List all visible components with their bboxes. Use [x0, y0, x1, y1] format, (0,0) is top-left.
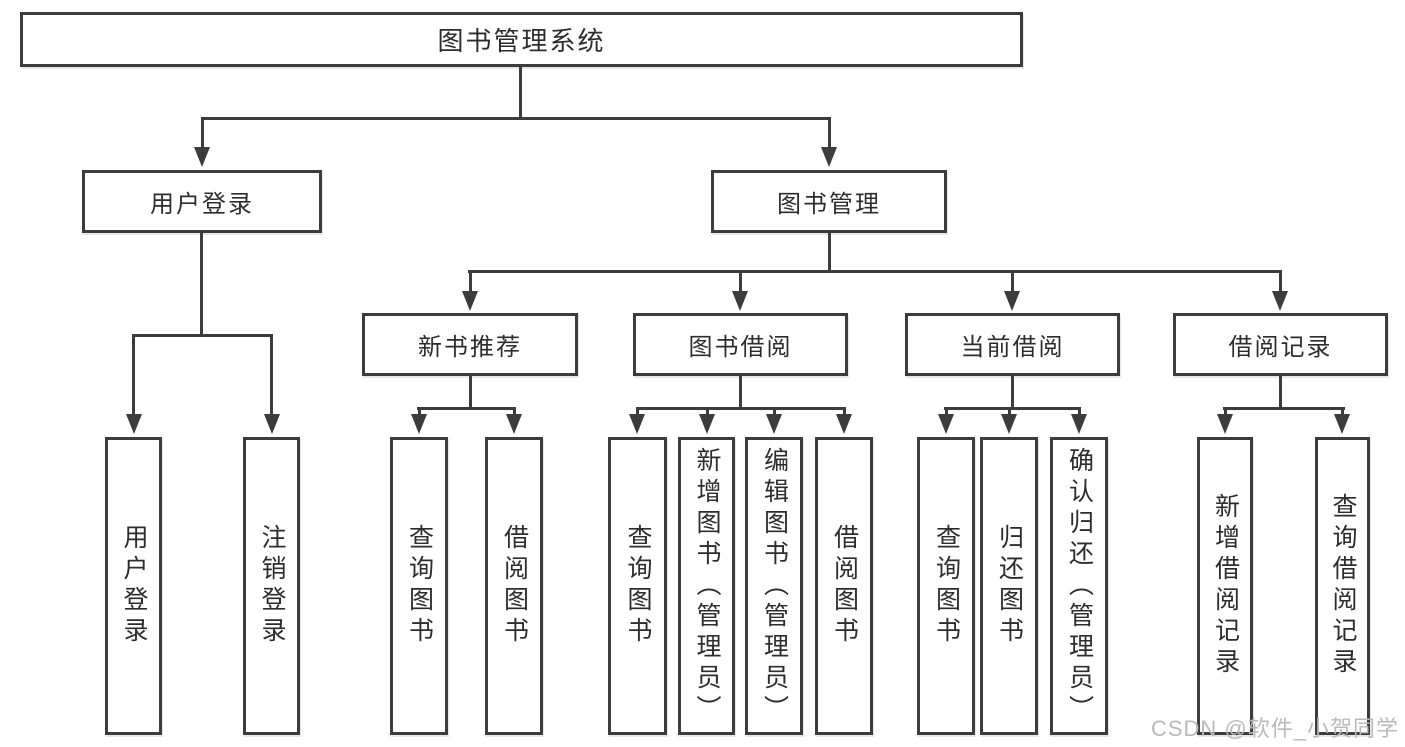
node-user-login: 用户登录 [82, 170, 322, 233]
connector-line [1279, 270, 1282, 294]
connector-line [739, 270, 742, 294]
leaf-borrow-book-borrowing: 借阅图书 [815, 437, 873, 735]
arrowhead-down-icon [1004, 291, 1020, 311]
node-borrowing-records-label: 借阅记录 [1228, 334, 1333, 361]
node-new-book-recommend: 新书推荐 [362, 313, 578, 376]
connector-line [1008, 407, 1011, 416]
arrowhead-down-icon [1272, 291, 1288, 311]
leaf-confirm-return-admin: 确认归还（管理员） [1050, 437, 1108, 735]
connector-line [270, 334, 273, 416]
connector-line [636, 407, 639, 416]
leaf-add-book-admin-label: 新增图书（管理员） [693, 446, 721, 726]
arrowhead-down-icon [126, 414, 142, 434]
connector-line [1341, 407, 1344, 416]
leaf-borrow-book-recommend: 借阅图书 [485, 437, 543, 735]
leaf-edit-book-admin-label: 编辑图书（管理员） [760, 446, 789, 726]
leaf-query-borrow-record: 查询借阅记录 [1315, 437, 1370, 735]
connector-line [945, 407, 948, 416]
arrowhead-down-icon [766, 414, 782, 434]
leaf-query-borrow-record-label: 查询借阅记录 [1329, 493, 1357, 679]
leaf-query-book-current-label: 查询图书 [932, 524, 961, 648]
leaf-add-book-admin: 新增图书（管理员） [678, 437, 735, 735]
node-root: 图书管理系统 [20, 12, 1023, 67]
leaf-borrow-book-recommend-label: 借阅图书 [500, 524, 529, 648]
leaf-query-book-recommend: 查询图书 [390, 437, 448, 735]
node-book-borrowing-label: 图书借阅 [688, 334, 793, 361]
arrowhead-down-icon [699, 414, 715, 434]
node-book-management-label: 图书管理 [777, 191, 881, 218]
connector-line [132, 334, 273, 337]
node-current-borrowing: 当前借阅 [905, 313, 1120, 376]
connector-line [201, 117, 831, 120]
connector-line [773, 407, 776, 416]
connector-line [469, 270, 472, 294]
connector-line [1279, 376, 1282, 410]
arrowhead-down-icon [194, 147, 210, 167]
connector-line [468, 270, 1282, 273]
connector-line [1011, 270, 1014, 294]
leaf-confirm-return-admin-label: 确认归还（管理员） [1065, 446, 1094, 726]
connector-line [843, 407, 846, 416]
connector-line [469, 376, 472, 410]
arrowhead-down-icon [938, 414, 954, 434]
arrowhead-down-icon [462, 291, 478, 311]
connector-line [1223, 407, 1345, 410]
node-user-login-label: 用户登录 [150, 191, 254, 218]
connector-line [828, 233, 831, 273]
arrowhead-down-icon [264, 414, 280, 434]
arrowhead-down-icon [1071, 414, 1087, 434]
leaf-logout-label: 注销登录 [258, 524, 286, 648]
leaf-return-book-label: 归还图书 [995, 524, 1024, 648]
node-new-book-recommend-label: 新书推荐 [418, 334, 522, 361]
arrowhead-down-icon [629, 414, 645, 434]
leaf-user-login: 用户登录 [105, 437, 162, 735]
leaf-query-book-recommend-label: 查询图书 [405, 524, 434, 648]
leaf-return-book: 归还图书 [980, 437, 1038, 735]
arrowhead-down-icon [836, 414, 852, 434]
connector-line [513, 407, 516, 416]
leaf-borrow-book-borrowing-label: 借阅图书 [830, 524, 859, 648]
arrowhead-down-icon [1334, 414, 1350, 434]
arrowhead-down-icon [506, 414, 522, 434]
node-borrowing-records: 借阅记录 [1173, 313, 1388, 376]
connector-line [200, 233, 203, 337]
connector-line [519, 67, 522, 120]
leaf-query-book-borrowing: 查询图书 [608, 437, 667, 735]
connector-line [417, 407, 516, 410]
leaf-logout: 注销登录 [243, 437, 300, 735]
connector-line [132, 334, 135, 416]
node-book-management: 图书管理 [711, 170, 947, 233]
connector-line [201, 117, 204, 149]
connector-line [828, 117, 831, 149]
arrowhead-down-icon [1001, 414, 1017, 434]
connector-line [1078, 407, 1081, 416]
leaf-add-borrow-record-label: 新增借阅记录 [1211, 493, 1240, 679]
connector-line [1224, 407, 1227, 416]
node-root-label: 图书管理系统 [437, 26, 606, 56]
arrowhead-down-icon [732, 291, 748, 311]
csdn-watermark: CSDN @软件_小贺同学 [1150, 716, 1399, 741]
node-current-borrowing-label: 当前借阅 [960, 334, 1065, 361]
leaf-user-login-label: 用户登录 [120, 524, 148, 648]
node-book-borrowing: 图书借阅 [633, 313, 848, 376]
connector-line [944, 407, 1081, 410]
connector-line [1011, 376, 1014, 410]
leaf-query-book-current: 查询图书 [917, 437, 975, 735]
arrowhead-down-icon [821, 147, 837, 167]
leaf-edit-book-admin: 编辑图书（管理员） [745, 437, 803, 735]
connector-line [739, 376, 742, 410]
arrowhead-down-icon [1217, 414, 1233, 434]
connector-line [418, 407, 421, 416]
connector-line [706, 407, 709, 416]
connector-line [636, 407, 846, 410]
arrowhead-down-icon [411, 414, 427, 434]
leaf-add-borrow-record: 新增借阅记录 [1197, 437, 1253, 735]
leaf-query-book-borrowing-label: 查询图书 [624, 524, 652, 648]
